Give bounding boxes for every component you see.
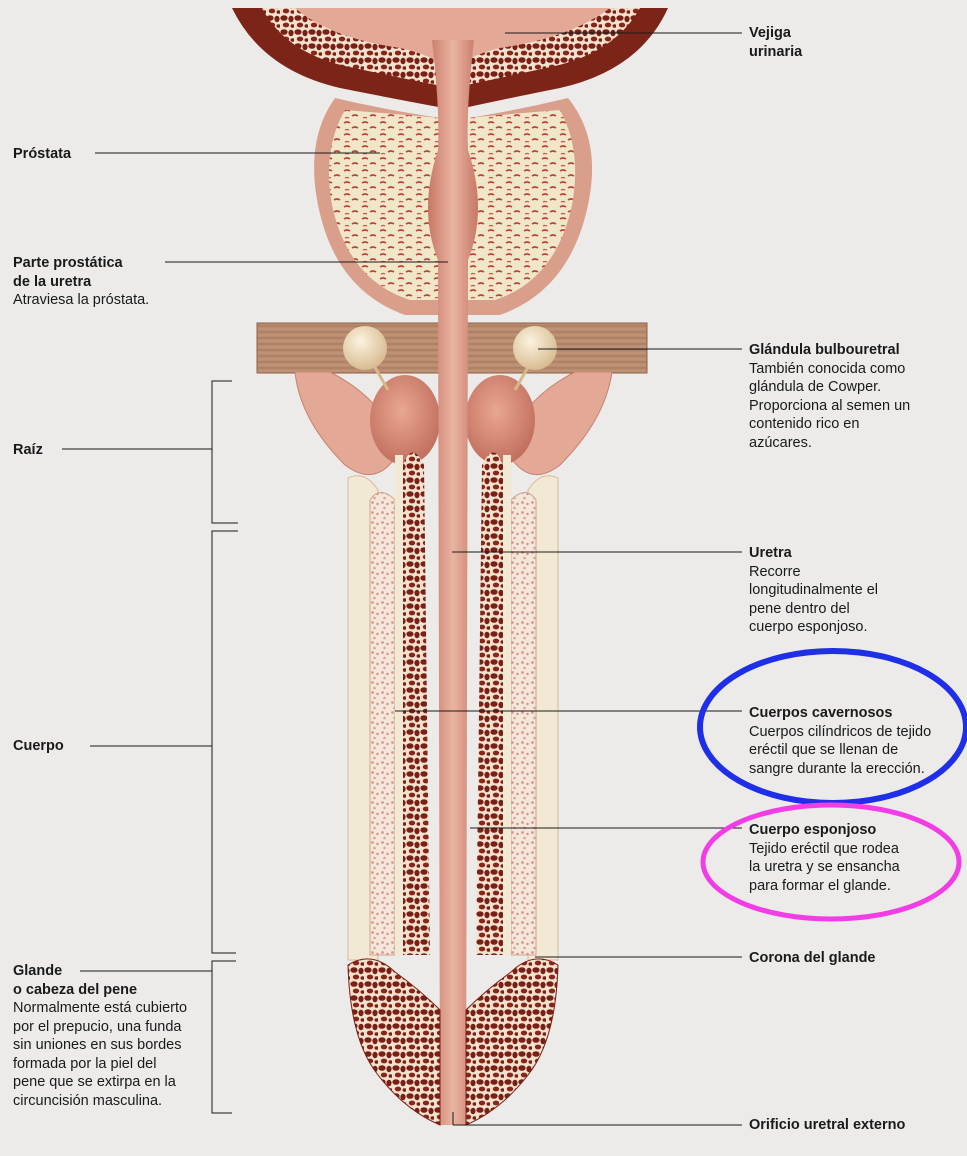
cavernosos-title: Cuerpos cavernosos xyxy=(749,704,959,723)
brackets xyxy=(212,381,238,1113)
label-parte-prostatica: Parte prostática de la uretra Atraviesa … xyxy=(13,254,213,310)
glande-desc-6: circuncisión masculina. xyxy=(13,1092,213,1111)
parte-prostatica-line2: de la uretra xyxy=(13,273,213,292)
label-uretra: Uretra Recorre longitudinalmente el pene… xyxy=(749,544,959,637)
label-glande: Glande o cabeza del pene Normalmente est… xyxy=(13,962,213,1110)
vejiga-line2: urinaria xyxy=(749,43,959,62)
label-bulbouretral: Glándula bulbouretral También conocida c… xyxy=(749,341,959,452)
cavernosos-desc-2: eréctil que se llenan de xyxy=(749,741,959,760)
bulbouretral-desc-2: glándula de Cowper. xyxy=(749,378,959,397)
uretra-desc-1: Recorre xyxy=(749,563,959,582)
label-cuerpo: Cuerpo xyxy=(13,737,64,756)
orificio-title: Orificio uretral externo xyxy=(749,1116,959,1135)
glande-line2: o cabeza del pene xyxy=(13,981,213,1000)
cavernosos-desc-1: Cuerpos cilíndricos de tejido xyxy=(749,723,959,742)
esponjoso-title: Cuerpo esponjoso xyxy=(749,821,959,840)
uretra-desc-4: cuerpo esponjoso. xyxy=(749,618,959,637)
bulbouretral-desc-5: azúcares. xyxy=(749,434,959,453)
glande-desc-2: por el prepucio, una funda xyxy=(13,1018,213,1037)
label-vejiga: Vejiga urinaria xyxy=(749,24,959,61)
esponjoso-desc-1: Tejido eréctil que rodea xyxy=(749,840,959,859)
glande-desc-5: pene que se extirpa en la xyxy=(13,1073,213,1092)
cuerpo-title: Cuerpo xyxy=(13,737,64,756)
bulbouretral-desc-3: Proporciona al semen un xyxy=(749,397,959,416)
label-prostata: Próstata xyxy=(13,145,71,164)
uretra-desc-2: longitudinalmente el xyxy=(749,581,959,600)
prostata-title: Próstata xyxy=(13,145,71,164)
uretra-title: Uretra xyxy=(749,544,959,563)
glande-desc-4: formada por la piel del xyxy=(13,1055,213,1074)
bulbouretral-title: Glándula bulbouretral xyxy=(749,341,959,360)
corona-title: Corona del glande xyxy=(749,949,959,968)
label-orificio: Orificio uretral externo xyxy=(749,1116,959,1135)
uretra-desc-3: pene dentro del xyxy=(749,600,959,619)
bulbouretral-desc-4: contenido rico en xyxy=(749,415,959,434)
glande-desc-3: sin uniones en sus bordes xyxy=(13,1036,213,1055)
cavernosos-desc-3: sangre durante la erección. xyxy=(749,760,959,779)
esponjoso-desc-2: la uretra y se ensancha xyxy=(749,858,959,877)
esponjoso-desc-3: para formar el glande. xyxy=(749,877,959,896)
parte-prostatica-desc: Atraviesa la próstata. xyxy=(13,291,213,310)
urethra-tube xyxy=(428,40,478,1125)
glande-line1: Glande xyxy=(13,962,213,981)
parte-prostatica-line1: Parte prostática xyxy=(13,254,213,273)
glande-desc-1: Normalmente está cubierto xyxy=(13,999,213,1018)
label-esponjoso: Cuerpo esponjoso Tejido eréctil que rode… xyxy=(749,821,959,895)
raiz-title: Raíz xyxy=(13,441,43,460)
vejiga-line1: Vejiga xyxy=(749,24,959,43)
label-raiz: Raíz xyxy=(13,441,43,460)
bulbouretral-desc-1: También conocida como xyxy=(749,360,959,379)
label-corona: Corona del glande xyxy=(749,949,959,968)
label-cavernosos: Cuerpos cavernosos Cuerpos cilíndricos d… xyxy=(749,704,959,778)
